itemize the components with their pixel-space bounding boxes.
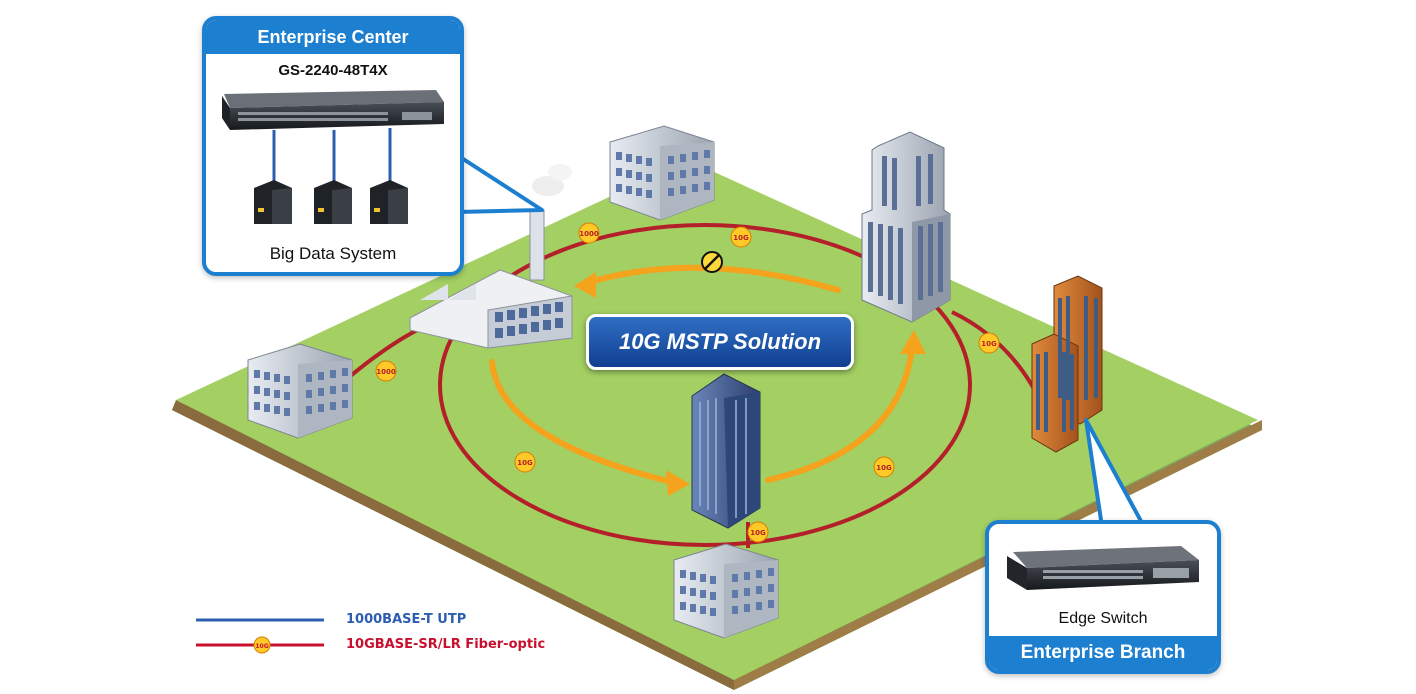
arrow-heads xyxy=(574,272,926,496)
building-icon xyxy=(673,543,779,639)
badge-label: 10G xyxy=(750,529,766,537)
core-switch-model: GS-2240-48T4X xyxy=(278,62,388,79)
factory-icon xyxy=(409,164,573,349)
building-icon xyxy=(1031,275,1103,453)
badge-label: 10G xyxy=(517,459,533,467)
legend: 10G xyxy=(196,618,324,654)
server-icon xyxy=(254,180,292,224)
building-icon xyxy=(691,373,761,529)
building-icon xyxy=(861,131,951,323)
enterprise-center-title: Enterprise Center xyxy=(206,20,460,54)
badge-label: 1000 xyxy=(579,230,599,238)
solution-title: 10G MSTP Solution xyxy=(586,314,854,370)
legend-fiber-badge: 10G xyxy=(255,643,268,650)
center-equipment xyxy=(222,90,444,224)
server-icon xyxy=(370,180,408,224)
server-icon xyxy=(314,180,352,224)
switch-icon xyxy=(1007,546,1199,590)
building-icon xyxy=(247,343,353,439)
legend-utp-label: 1000BASE-T UTP xyxy=(346,612,467,627)
badge-label: 1000 xyxy=(376,368,396,376)
link-badges: 1000 10G 1000 10G 10G 10G 10G xyxy=(375,222,1000,543)
edge-switch-label: Edge Switch xyxy=(1058,610,1148,627)
enterprise-branch-callout: Edge Switch Enterprise Branch xyxy=(985,520,1221,674)
legend-fiber-label: 10GBASE-SR/LR Fiber-optic xyxy=(346,637,546,652)
badge-label: 10G xyxy=(733,234,749,242)
big-data-system-label: Big Data System xyxy=(269,244,397,263)
enterprise-center-callout: Enterprise Center GS-2240-48T4X xyxy=(202,16,464,276)
enterprise-branch-title: Enterprise Branch xyxy=(989,636,1217,670)
badge-label: 10G xyxy=(981,340,997,348)
building-icon xyxy=(609,125,715,221)
switch-icon xyxy=(222,90,444,130)
blocked-port-icon xyxy=(701,251,723,273)
badge-label: 10G xyxy=(876,464,892,472)
